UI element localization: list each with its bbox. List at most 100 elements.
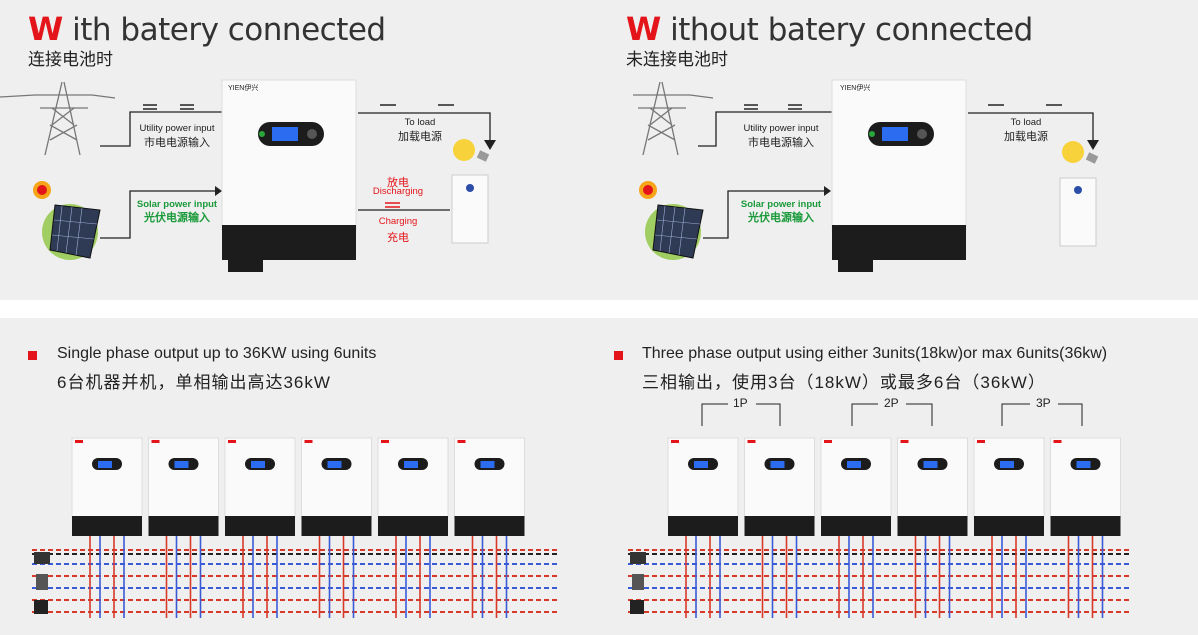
inverter-unit	[744, 437, 815, 519]
single-phase-line-en: Single phase output up to 36KW using 6un…	[57, 345, 377, 362]
inverter-screen	[1000, 461, 1014, 468]
load-label-cn: 加载电源	[398, 131, 442, 143]
inverter-base	[378, 516, 448, 536]
inverter-screen	[480, 461, 495, 468]
single-phase-line-cn: 6台机器并机，单相输出高达36kW	[57, 373, 331, 392]
power-pylon-icon	[0, 81, 116, 156]
brand-logo-icon	[151, 440, 160, 443]
brand-logo-icon	[457, 440, 466, 443]
load-label-en: To load	[1010, 117, 1042, 128]
discharge-label-cn: 放电	[387, 177, 409, 189]
bottom-panel: Single phase output up to 36KW using 6un…	[0, 318, 1198, 635]
title-rest: ithout batery connected	[660, 12, 1033, 48]
title-with-battery: W ith batery connected	[28, 10, 386, 48]
phase-label-3p: 3P	[1036, 396, 1051, 410]
brand-logo-icon	[381, 440, 389, 443]
solar-label-cn: 光伏电源输入	[748, 212, 814, 224]
inverter-screen	[847, 461, 861, 468]
brand-logo-icon	[747, 440, 756, 443]
brand-logo: YIEN伊兴	[840, 85, 871, 92]
inverter-base	[821, 516, 891, 536]
inverter-unit	[831, 79, 967, 272]
load-label-cn: 加载电源	[1004, 131, 1048, 143]
inverter-screen	[770, 461, 785, 468]
bullet-marker	[28, 351, 37, 360]
phase-brackets	[701, 403, 1083, 426]
inverter-base	[225, 516, 295, 536]
three-phase-line-cn: 三相输出，使用3台（18kW）或最多6台（36kW）	[642, 373, 1046, 392]
inverter-unit	[71, 437, 143, 519]
discharge-label-en: Discharging	[372, 186, 424, 197]
solar-label-cn: 光伏电源输入	[144, 212, 210, 224]
battery-icon	[630, 552, 646, 564]
utility-label-cn: 市电电源输入	[144, 137, 210, 149]
power-pylon-icon	[633, 81, 714, 156]
inverter-base	[454, 516, 525, 536]
inverter-unit	[820, 437, 892, 519]
load-label-en: To load	[404, 117, 436, 128]
solar-panel-icon	[639, 181, 704, 260]
brand-logo-icon	[304, 440, 313, 443]
light-bulb-icon	[453, 139, 490, 162]
brand-logo-icon	[1053, 440, 1062, 443]
light-bulb-icon	[1062, 141, 1099, 164]
phase-label-2p: 2P	[884, 396, 899, 410]
brand-logo-icon	[228, 440, 236, 443]
inverter-unit	[454, 437, 525, 519]
inverter-unit	[221, 79, 357, 272]
title-initial: W	[626, 10, 661, 48]
inverter-unit	[377, 437, 449, 519]
battery-icon	[451, 174, 489, 244]
inverter-base	[668, 516, 738, 536]
brand-logo-icon	[900, 440, 909, 443]
three-phase-line-en: Three phase output using either 3units(1…	[642, 345, 1108, 362]
brand-logo: YIEN伊兴	[228, 85, 259, 92]
inverter-unit	[897, 437, 968, 519]
battery-icon	[34, 552, 50, 564]
inverter-screen	[694, 461, 708, 468]
bullet-marker	[614, 351, 623, 360]
load-icon	[36, 574, 48, 590]
brand-logo-icon	[977, 440, 985, 443]
solar-label-en: Solar power input	[136, 199, 218, 210]
utility-label-en: Utility power input	[743, 123, 819, 134]
brand-logo-icon	[824, 440, 832, 443]
inverter-screen	[1076, 461, 1091, 468]
load-icon	[632, 574, 644, 590]
top-panel: W ith batery connected 连接电池时	[0, 0, 1198, 300]
subtitle-without-battery: 未连接电池时	[626, 50, 728, 69]
utility-label-cn: 市电电源输入	[748, 137, 814, 149]
title-without-battery: W ithout batery connected	[626, 10, 1033, 48]
inverter-unit	[667, 437, 739, 519]
inverter-screen	[251, 461, 265, 468]
inverter-screen	[404, 461, 418, 468]
brand-logo-icon	[75, 440, 83, 443]
brand-logo-icon	[671, 440, 679, 443]
battery-icon	[1059, 177, 1097, 247]
inverter-unit	[1050, 437, 1121, 519]
grid-icon	[34, 600, 48, 614]
inverter-base	[72, 516, 142, 536]
inverter-base	[301, 516, 372, 536]
utility-label-en: Utility power input	[139, 123, 215, 134]
inverter-base	[974, 516, 1044, 536]
charge-label-en: Charging	[378, 216, 418, 227]
inverter-unit	[148, 437, 219, 519]
diagram-with-battery	[0, 79, 496, 272]
inverter-unit	[301, 437, 372, 519]
grid-icon	[630, 600, 644, 614]
diagram-without-battery	[633, 79, 1099, 272]
inverter-screen	[327, 461, 342, 468]
inverter-screen	[98, 461, 112, 468]
inverter-unit	[973, 437, 1045, 519]
solar-panel-icon	[33, 181, 101, 260]
charge-label-cn: 充电	[387, 232, 409, 244]
inverter-base	[744, 516, 815, 536]
inverter-base	[1050, 516, 1121, 536]
inverter-unit	[224, 437, 296, 519]
inverter-base	[148, 516, 219, 536]
subtitle-with-battery: 连接电池时	[28, 50, 113, 69]
phase-label-1p: 1P	[733, 396, 748, 410]
parallel-units-diagram	[32, 403, 1130, 618]
inverter-screen	[923, 461, 938, 468]
